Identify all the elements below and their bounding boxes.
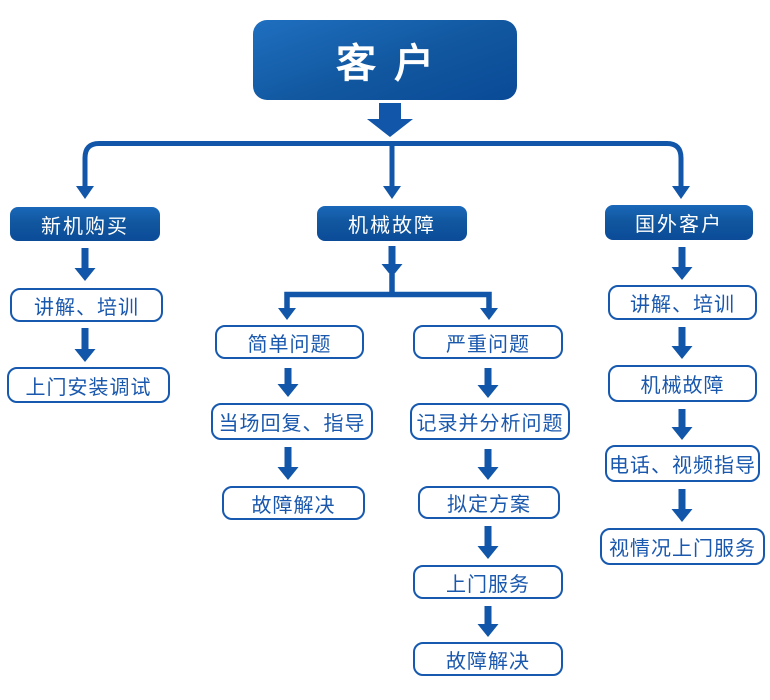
node-explain-training-right: 讲解、培训 xyxy=(608,285,757,320)
flow-arrow xyxy=(74,248,96,281)
node-draft-plan: 拟定方案 xyxy=(418,486,560,519)
node-fault-resolved-left: 故障解决 xyxy=(222,486,365,520)
node-phone-video-guidance: 电话、视频指导 xyxy=(605,445,760,482)
node-onsite-service-as-needed: 视情况上门服务 xyxy=(600,528,765,565)
node-onsite-install-debug: 上门安装调试 xyxy=(7,367,170,403)
node-new-machine-purchase: 新机购买 xyxy=(10,207,160,241)
branch-arrowhead xyxy=(76,186,94,199)
branch-arrowhead xyxy=(672,186,690,199)
node-serious-problem: 严重问题 xyxy=(413,325,563,359)
flow-arrow xyxy=(671,327,693,359)
flow-arrow xyxy=(671,489,693,522)
node-onsite-service: 上门服务 xyxy=(413,565,563,599)
flow-arrow xyxy=(277,368,299,397)
split-connector xyxy=(284,274,492,310)
flow-arrow xyxy=(74,328,96,362)
node-mechanical-failure: 机械故障 xyxy=(317,206,467,241)
node-onspot-reply-guidance: 当场回复、指导 xyxy=(211,403,373,440)
flow-arrow xyxy=(277,447,299,480)
flow-arrow xyxy=(671,247,693,280)
node-customer: 客户 xyxy=(253,20,517,100)
node-fault-resolved-bottom: 故障解决 xyxy=(413,642,563,676)
flow-arrow xyxy=(671,409,693,440)
node-simple-problem: 简单问题 xyxy=(215,325,364,359)
node-record-analyze-problem: 记录并分析问题 xyxy=(410,403,570,440)
flow-arrow xyxy=(477,526,499,559)
split-arrowhead xyxy=(480,308,498,320)
flow-arrow-root-down xyxy=(367,103,413,137)
flow-arrow xyxy=(477,368,499,398)
split-arrowhead xyxy=(278,308,296,320)
branch-arrowhead xyxy=(383,186,401,199)
flow-arrow xyxy=(477,449,499,480)
branch-connector xyxy=(82,141,684,188)
node-mechanical-failure-right: 机械故障 xyxy=(608,365,757,402)
flow-arrow xyxy=(477,606,499,637)
node-explain-training-left: 讲解、培训 xyxy=(10,288,163,322)
flow-arrow xyxy=(381,246,403,277)
node-foreign-customer: 国外客户 xyxy=(605,205,753,240)
